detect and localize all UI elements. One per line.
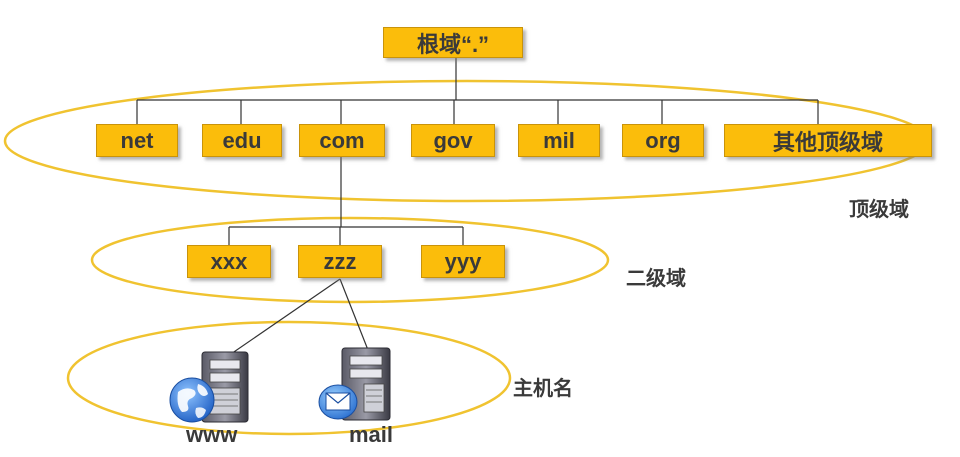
- tld-node-com: com: [299, 124, 385, 157]
- tld-node-mil: mil: [518, 124, 600, 157]
- tld-node-net: net: [96, 124, 178, 157]
- second-level-zone-label: 二级域: [626, 268, 686, 290]
- tld-node-org: org: [622, 124, 704, 157]
- tld-node-label: 其他顶级域: [772, 129, 883, 155]
- sld-node-label: xxx: [210, 248, 248, 274]
- sld-node-yyy: yyy: [421, 245, 505, 278]
- host-zone-ellipse: [66, 320, 512, 436]
- tld-node-label: edu: [222, 127, 262, 153]
- tld-node-gov: gov: [411, 124, 495, 157]
- host-zone-label: 主机名: [513, 378, 573, 400]
- second-level-zone-ellipse: [90, 216, 610, 304]
- sld-node-label: zzz: [323, 248, 357, 274]
- tld-node-label: net: [120, 127, 154, 153]
- tld-node-label: mil: [543, 127, 575, 153]
- tld-node-other: 其他顶级域: [724, 124, 932, 157]
- sld-node-zzz: zzz: [298, 245, 382, 278]
- root-node: 根域“.”: [383, 27, 523, 58]
- sld-node-label: yyy: [444, 248, 482, 274]
- tld-node-label: gov: [433, 127, 473, 153]
- host-label-mail: mail: [349, 422, 394, 447]
- tld-node-label: org: [645, 127, 681, 153]
- host-label-www: www: [186, 422, 238, 447]
- mail-server-icon: [318, 344, 414, 426]
- tld-zone-label: 顶级域: [849, 199, 909, 221]
- sld-node-xxx: xxx: [187, 245, 271, 278]
- zzz-to-www: [227, 278, 341, 357]
- zzz-to-mail: [339, 278, 369, 351]
- tld-node-label: com: [319, 127, 365, 153]
- web-server-icon: [168, 348, 264, 430]
- tld-node-edu: edu: [202, 124, 282, 157]
- root-node-label: 根域“.”: [416, 31, 490, 57]
